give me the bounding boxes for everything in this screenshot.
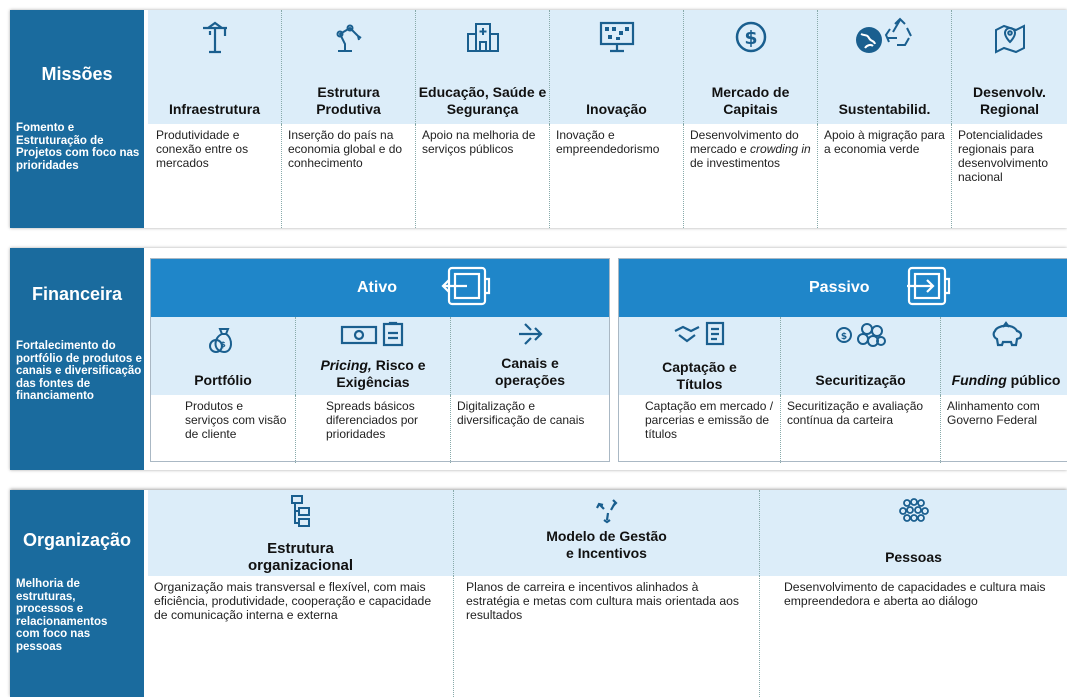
- hospital-icon: [466, 20, 500, 54]
- ativo-block: Ativo $ Portfólio Pricing, Risco e Exigê…: [150, 258, 610, 463]
- col-label: Captação e Títulos: [662, 359, 737, 392]
- pessoas-header: Pessoas: [760, 490, 1067, 576]
- col-educacao-header: Educação, Saúde e Segurança: [416, 10, 550, 124]
- canais-text: Digitalização e diversificação de canais: [457, 399, 585, 427]
- organizacao-section: Organização Melhoria de estruturas, proc…: [10, 490, 1067, 697]
- svg-text:$: $: [840, 332, 846, 342]
- canais-header: Canais e operações: [451, 317, 609, 395]
- col-label: Sustentabilid.: [838, 101, 931, 117]
- crane-icon: [198, 20, 232, 54]
- col-label: Portfólio: [194, 372, 252, 388]
- missoes-section: Missões Fomento e Estruturação de Projet…: [10, 10, 1067, 228]
- col-label: Canais e operações: [494, 355, 566, 388]
- col-label: Modelo de Gestão e Incentivos: [546, 528, 667, 561]
- label-emphasis: Pricing,: [320, 357, 372, 373]
- robot-arm-icon: [332, 20, 366, 54]
- col-desenvolvimento-regional-header: Desenvolv. Regional: [952, 10, 1067, 124]
- col-infraestrutura-header: Infraestrutura: [148, 10, 282, 124]
- col-label: Educação, Saúde e Segurança: [418, 84, 547, 117]
- portfolio-text: Produtos e serviços com visão de cliente: [151, 395, 296, 463]
- col-label: Estrutura organizacional: [248, 540, 354, 574]
- col-mercado-capitais-header: $ Mercado de Capitais: [684, 10, 818, 124]
- col-label: Inovação: [586, 101, 647, 117]
- securitizacao-text: Securitização e avaliação contínua da ca…: [781, 395, 941, 463]
- col-label: Mercado de Capitais: [711, 84, 790, 117]
- organizacao-title: Organização: [22, 530, 132, 550]
- passivo-block: Passivo Captação e Títulos $ Securitizaç…: [618, 258, 1067, 463]
- pricing-text: Spreads básicos diferenciados por priori…: [296, 395, 451, 463]
- securitizacao-header: $ Securitização: [781, 317, 941, 395]
- handshake-document-icon: [673, 321, 727, 347]
- ativo-bar: Ativo: [151, 259, 609, 317]
- dollar-coin-icon: $: [734, 20, 768, 54]
- organizacao-sidebar: Organização Melhoria de estruturas, proc…: [10, 490, 144, 697]
- col-sustentabilidade-header: Sustentabilid.: [818, 10, 952, 124]
- col-label: Infraestrutura: [168, 101, 261, 117]
- col-label: Funding público: [941, 372, 1067, 389]
- svg-text:$: $: [220, 340, 226, 349]
- financeira-description: Fortalecimento do portfólio de produtos …: [16, 340, 142, 402]
- col-inovacao-text: Inovação e empreendedorismo: [550, 124, 684, 228]
- channels-icon: [513, 321, 547, 347]
- label-rest: público: [1006, 372, 1061, 388]
- svg-text:$: $: [744, 27, 757, 49]
- estrutura-org-text: Organização mais transversal e flexível,…: [148, 576, 454, 697]
- col-sustentabilidade-text: Apoio à migração para a economia verde: [818, 124, 952, 228]
- col-estrutura-produtiva-header: Estrutura Produtiva: [282, 10, 416, 124]
- money-bags-icon: $: [206, 325, 240, 355]
- organizacao-description: Melhoria de estruturas, processos e rela…: [16, 578, 108, 653]
- vault-arrow-left-icon: [441, 265, 493, 309]
- text-part: Desenvolvimento do mercado e: [690, 128, 799, 156]
- financeira-sidebar: Financeira Fortalecimento do portfólio d…: [10, 248, 144, 470]
- captacao-text: Captação em mercado / parcerias e emissã…: [619, 395, 781, 463]
- text-emphasis: crowding in: [750, 142, 811, 156]
- col-mercado-capitais-text: Desenvolvimento do mercado e crowding in…: [684, 124, 818, 228]
- col-educacao-text: Apoio na melhoria de serviços públicos: [416, 124, 550, 228]
- captacao-header: Captação e Títulos: [619, 317, 781, 395]
- modelo-gestao-text: Planos de carreira e incentivos alinhado…: [454, 576, 760, 697]
- col-infraestrutura-text: Produtividade e conexão entre os mercado…: [148, 124, 282, 228]
- funding-header: Funding público: [941, 317, 1067, 395]
- col-label: Desenvolv. Regional: [973, 84, 1046, 117]
- col-inovacao-header: Inovação: [550, 10, 684, 124]
- modelo-gestao-header: Modelo de Gestão e Incentivos: [454, 490, 760, 576]
- coins-icon: $: [835, 321, 887, 349]
- pricing-header: Pricing, Risco e Exigências: [296, 317, 451, 395]
- text-part: de investimentos: [690, 156, 781, 170]
- ativo-label: Ativo: [357, 279, 397, 296]
- missoes-description: Fomento e Estruturação de Projetos com f…: [16, 122, 140, 172]
- passivo-bar: Passivo: [619, 259, 1067, 317]
- missoes-sidebar: Missões Fomento e Estruturação de Projet…: [10, 10, 144, 228]
- col-label: Pessoas: [885, 549, 942, 565]
- cycle-arrows-icon: [593, 498, 621, 524]
- monitor-icon: [598, 20, 636, 54]
- piggy-bank-icon: [988, 321, 1024, 349]
- col-desenvolvimento-regional-text: Potencialidades regionais para desenvolv…: [958, 128, 1049, 184]
- financeira-title: Financeira: [31, 284, 123, 304]
- people-group-icon: [897, 498, 931, 524]
- col-label: Pricing, Risco e Exigências: [316, 357, 430, 391]
- cash-clipboard-icon: [340, 321, 406, 347]
- map-pin-icon: [993, 20, 1027, 54]
- col-label: Securitização: [815, 372, 906, 388]
- vault-arrow-right-icon: [905, 265, 961, 309]
- col-label: Estrutura Produtiva: [316, 84, 381, 117]
- estrutura-org-header: Estrutura organizacional: [148, 490, 454, 576]
- org-chart-icon: [290, 494, 312, 528]
- portfolio-header: $ Portfólio: [151, 317, 296, 395]
- globe-recycle-icon: [851, 16, 919, 56]
- col-estrutura-produtiva-text: Inserção do país na economia global e do…: [282, 124, 416, 228]
- label-emphasis: Funding: [951, 372, 1007, 388]
- label-rest: Risco e Exigências: [336, 357, 426, 390]
- missoes-title: Missões: [41, 64, 113, 84]
- financeira-section: Financeira Fortalecimento do portfólio d…: [10, 248, 1067, 470]
- pessoas-text: Desenvolvimento de capacidades e cultura…: [784, 580, 1046, 608]
- funding-text: Alinhamento com Governo Federal: [947, 399, 1040, 427]
- passivo-label: Passivo: [809, 279, 870, 296]
